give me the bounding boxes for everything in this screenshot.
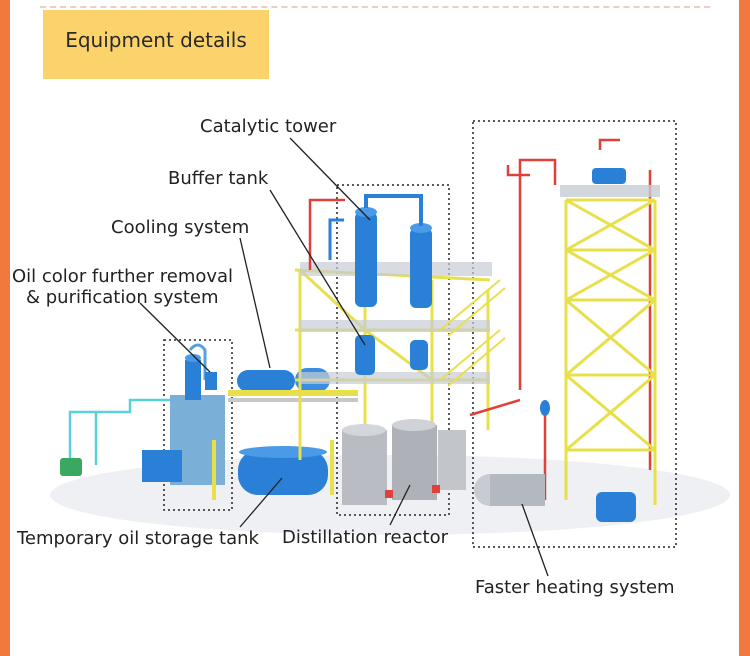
lower-platform: [300, 372, 490, 384]
top-dashed-divider: [40, 6, 710, 8]
purification-system-box: [163, 339, 233, 511]
section-title: Equipment details: [65, 28, 247, 52]
label-oil-color-line2: & purification system: [26, 287, 219, 308]
pump-green: [60, 458, 82, 476]
heating-equipment: [474, 400, 636, 522]
temporary-oil-storage-tank: [212, 440, 334, 500]
staircase: [439, 279, 506, 387]
left-piping: [68, 398, 170, 465]
label-cooling-system: Cooling system: [111, 217, 250, 238]
leader-lines: [139, 137, 549, 577]
label-oil-color-line1: Oil color further removal: [12, 266, 234, 287]
label-buffer-tank: Buffer tank: [168, 168, 269, 189]
label-temporary-oil-storage-tank: Temporary oil storage tank: [17, 528, 259, 549]
red-piping: [308, 138, 652, 500]
distillation-reactors: [342, 419, 466, 505]
heating-tower-top-tank: [592, 168, 626, 184]
label-distillation-reactor: Distillation reactor: [282, 527, 449, 548]
section-header: Equipment details: [43, 10, 269, 79]
top-platform: [300, 262, 492, 276]
label-catalytic-tower: Catalytic tower: [200, 116, 337, 137]
heating-tower-top-platform: [560, 185, 660, 197]
label-faster-heating-system: Faster heating system: [475, 577, 675, 598]
heating-system-box: [472, 120, 677, 548]
catalytic-towers: [328, 194, 432, 375]
catalytic-tower-box: [336, 184, 450, 516]
heating-tower-frame: [564, 198, 657, 505]
middle-platform: [300, 320, 490, 332]
